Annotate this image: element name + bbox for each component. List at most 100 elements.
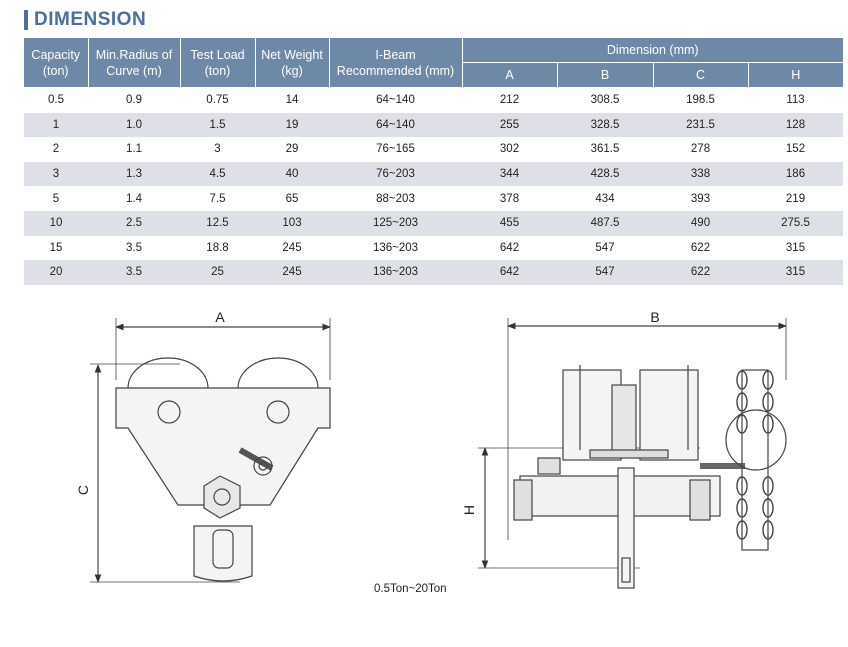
cell-radius: 2.5 — [88, 210, 180, 236]
i-beam-flange — [589, 449, 669, 459]
cell-test-load: 18.8 — [206, 241, 229, 254]
table-row: 0.5 0.9 0.75 14 64~140 212 308.5 198.5 1… — [24, 88, 843, 113]
cell-ibeam: 76~203 — [329, 161, 462, 187]
cell-dim-c: 278 — [690, 143, 711, 156]
cell-dim-c: 338 — [653, 161, 748, 187]
left-wheel — [127, 357, 209, 389]
nut-center — [258, 461, 268, 471]
cell-capacity: 5 — [52, 192, 60, 205]
cell-net-weight: 245 — [282, 241, 302, 254]
cell-dim-b: 547 — [557, 260, 653, 285]
cell-dim-b: 361.5 — [590, 143, 620, 156]
table-row: 3 1.3 4.5 40 76~203 344 428.5 338 186 — [24, 161, 843, 187]
load-bar-hole — [621, 557, 631, 583]
header-radius: Min.Radius of Curve (m) — [88, 38, 181, 88]
header-capacity-line1: Capacity — [31, 47, 81, 62]
header-dim-b: B — [557, 62, 654, 88]
cell-ibeam: 88~203 — [376, 192, 415, 205]
cell-capacity: 10 — [24, 210, 88, 236]
cell-dim-a: 344 — [462, 161, 557, 187]
cell-net-weight: 14 — [285, 94, 299, 107]
cell-test-load: 3 — [214, 143, 221, 156]
wheel-flange — [579, 365, 689, 450]
section-heading: DIMENSION — [24, 8, 146, 32]
table-row: 10 2.5 12.5 103 125~203 455 487.5 490 27… — [24, 210, 843, 236]
cell-radius: 1.4 — [126, 192, 142, 205]
header-ibeam-line1: I-Beam — [375, 47, 416, 62]
cell-radius: 3.5 — [126, 241, 142, 254]
cell-dim-h: 275.5 — [748, 210, 843, 236]
table-row: 20 3.5 25 245 136~203 642 547 622 315 — [24, 260, 843, 285]
table-row: 5 1.4 7.5 65 88~203 378 434 393 219 — [24, 186, 843, 211]
cell-ibeam: 136~203 — [329, 260, 462, 285]
cell-test-load: 12.5 — [180, 210, 255, 236]
cell-dim-b: 428.5 — [557, 161, 653, 187]
header-test-load: Test Load (ton) — [180, 38, 256, 88]
right-nut-stack — [689, 479, 711, 521]
table-row: 2 1.1 3 29 76~165 302 361.5 278 152 — [24, 137, 843, 162]
cell-dim-c: 231.5 — [653, 112, 748, 138]
right-wheel — [237, 357, 319, 389]
header-dim-a: A — [462, 62, 558, 88]
label-h: H — [461, 505, 477, 515]
header-net-weight: Net Weight (kg) — [255, 38, 330, 88]
axle-hole — [157, 400, 181, 424]
cell-ibeam: 64~140 — [329, 112, 462, 138]
cell-capacity: 2 — [52, 143, 60, 156]
header-ibeam-line2: Recommended (mm) — [336, 63, 455, 78]
cell-capacity: 3 — [24, 161, 88, 187]
header-test-load-line2: (ton) — [204, 63, 231, 78]
cell-capacity: 20 — [24, 260, 88, 285]
front-view — [90, 318, 331, 583]
cell-radius: 1.3 — [88, 161, 180, 187]
cell-dim-h: 315 — [785, 241, 806, 254]
header-capacity-line2: (ton) — [42, 63, 69, 78]
cell-dim-b: 328.5 — [557, 112, 653, 138]
bolt-head — [213, 488, 231, 506]
capacity-range-caption: 0.5Ton~20Ton — [374, 583, 447, 595]
header-dimension: Dimension (mm) — [462, 38, 843, 63]
cell-dim-h: 128 — [748, 112, 843, 138]
i-beam-web — [611, 384, 637, 456]
header-capacity: Capacity (ton) — [24, 38, 89, 88]
header-net-weight-line2: (kg) — [281, 63, 303, 78]
label-a: A — [215, 309, 225, 325]
cell-dim-c: 490 — [653, 210, 748, 236]
nut — [253, 456, 273, 476]
cell-radius: 1.0 — [88, 112, 180, 138]
table-row: 15 3.5 18.8 245 136~203 642 547 622 315 — [24, 236, 843, 261]
cell-radius: 0.9 — [126, 94, 142, 107]
cell-net-weight: 65 — [285, 192, 299, 205]
hex-nut — [203, 475, 241, 519]
cell-dim-a: 642 — [462, 260, 557, 285]
cell-radius: 3.5 — [88, 260, 180, 285]
cell-net-weight: 40 — [255, 161, 329, 187]
left-side-plate — [562, 369, 622, 461]
header-dim-c: C — [653, 62, 749, 88]
cell-dim-b: 487.5 — [557, 210, 653, 236]
cell-test-load: 7.5 — [209, 192, 226, 205]
cell-dim-c: 393 — [690, 192, 711, 205]
cell-ibeam: 76~165 — [376, 143, 415, 156]
cell-capacity: 1 — [24, 112, 88, 138]
cell-dim-h: 186 — [748, 161, 843, 187]
cell-dim-h: 113 — [786, 94, 805, 107]
cell-dim-c: 622 — [653, 260, 748, 285]
cell-dim-c: 198.5 — [686, 94, 715, 107]
cell-ibeam: 125~203 — [329, 210, 462, 236]
table-row: 1 1.0 1.5 19 64~140 255 328.5 231.5 128 — [24, 112, 843, 138]
cell-ibeam: 64~140 — [376, 94, 415, 107]
cell-net-weight: 103 — [255, 210, 329, 236]
header-net-weight-line1: Net Weight — [261, 47, 323, 62]
side-plate — [115, 387, 331, 506]
left-nut-stack — [513, 479, 533, 521]
dimension-table: Capacity (ton) Min.Radius of Curve (m) T… — [24, 38, 843, 285]
label-c: C — [75, 485, 91, 495]
cell-dim-b: 308.5 — [590, 94, 620, 107]
cell-test-load: 25 — [180, 260, 255, 285]
cell-dim-a: 642 — [499, 241, 520, 254]
cell-dim-b: 547 — [595, 241, 615, 254]
cell-dim-h: 315 — [748, 260, 843, 285]
cell-dim-c: 622 — [690, 241, 711, 254]
cell-dim-a: 212 — [499, 94, 520, 107]
